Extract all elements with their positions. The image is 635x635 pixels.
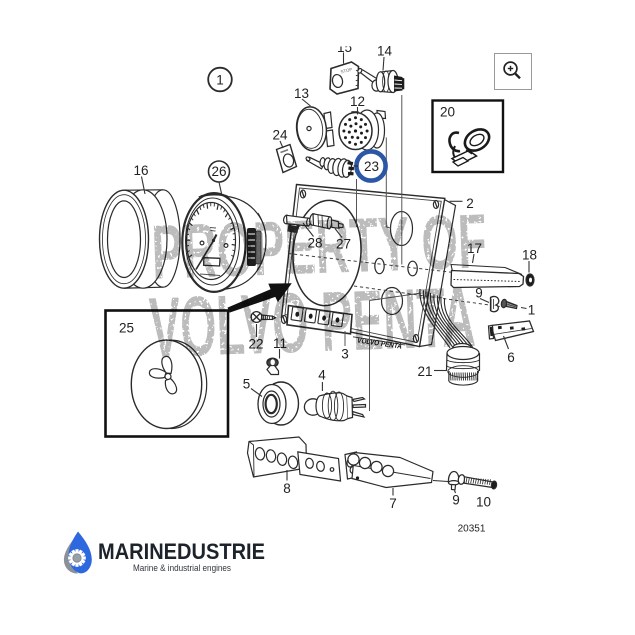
svg-text:16: 16 — [133, 163, 148, 178]
svg-text:25: 25 — [119, 320, 134, 335]
svg-text:PROPERTY OF: PROPERTY OF — [150, 198, 488, 296]
svg-text:9: 9 — [475, 285, 483, 300]
svg-text:9: 9 — [452, 492, 460, 507]
svg-text:8: 8 — [283, 481, 291, 496]
svg-text:Marine & industrial engines: Marine & industrial engines — [133, 562, 231, 573]
svg-text:MARINEDUSTRIE: MARINEDUSTRIE — [98, 539, 265, 564]
svg-text:17: 17 — [467, 241, 482, 256]
svg-text:14: 14 — [377, 44, 393, 59]
svg-text:26: 26 — [211, 164, 226, 179]
svg-text:11: 11 — [273, 336, 287, 351]
svg-text:24: 24 — [272, 128, 288, 143]
svg-text:4: 4 — [318, 367, 326, 382]
svg-text:20: 20 — [440, 105, 455, 120]
svg-text:20351: 20351 — [458, 524, 486, 535]
svg-text:2: 2 — [466, 196, 474, 211]
svg-text:13: 13 — [294, 86, 309, 101]
svg-text:18: 18 — [522, 247, 537, 262]
svg-text:28: 28 — [307, 235, 322, 250]
svg-text:7: 7 — [389, 496, 397, 511]
svg-text:12: 12 — [350, 94, 365, 109]
svg-text:3: 3 — [341, 346, 349, 361]
svg-text:10: 10 — [476, 494, 491, 509]
svg-text:1: 1 — [216, 72, 224, 87]
svg-text:STOP: STOP — [340, 67, 353, 75]
svg-text:27: 27 — [336, 236, 351, 251]
svg-text:5: 5 — [243, 376, 251, 391]
svg-text:1: 1 — [528, 302, 536, 317]
svg-text:23: 23 — [364, 159, 379, 174]
svg-text:21: 21 — [417, 364, 432, 379]
svg-text:VOLVO PENTA: VOLVO PENTA — [148, 270, 477, 376]
svg-text:6: 6 — [507, 350, 515, 365]
svg-text:22: 22 — [248, 336, 263, 351]
